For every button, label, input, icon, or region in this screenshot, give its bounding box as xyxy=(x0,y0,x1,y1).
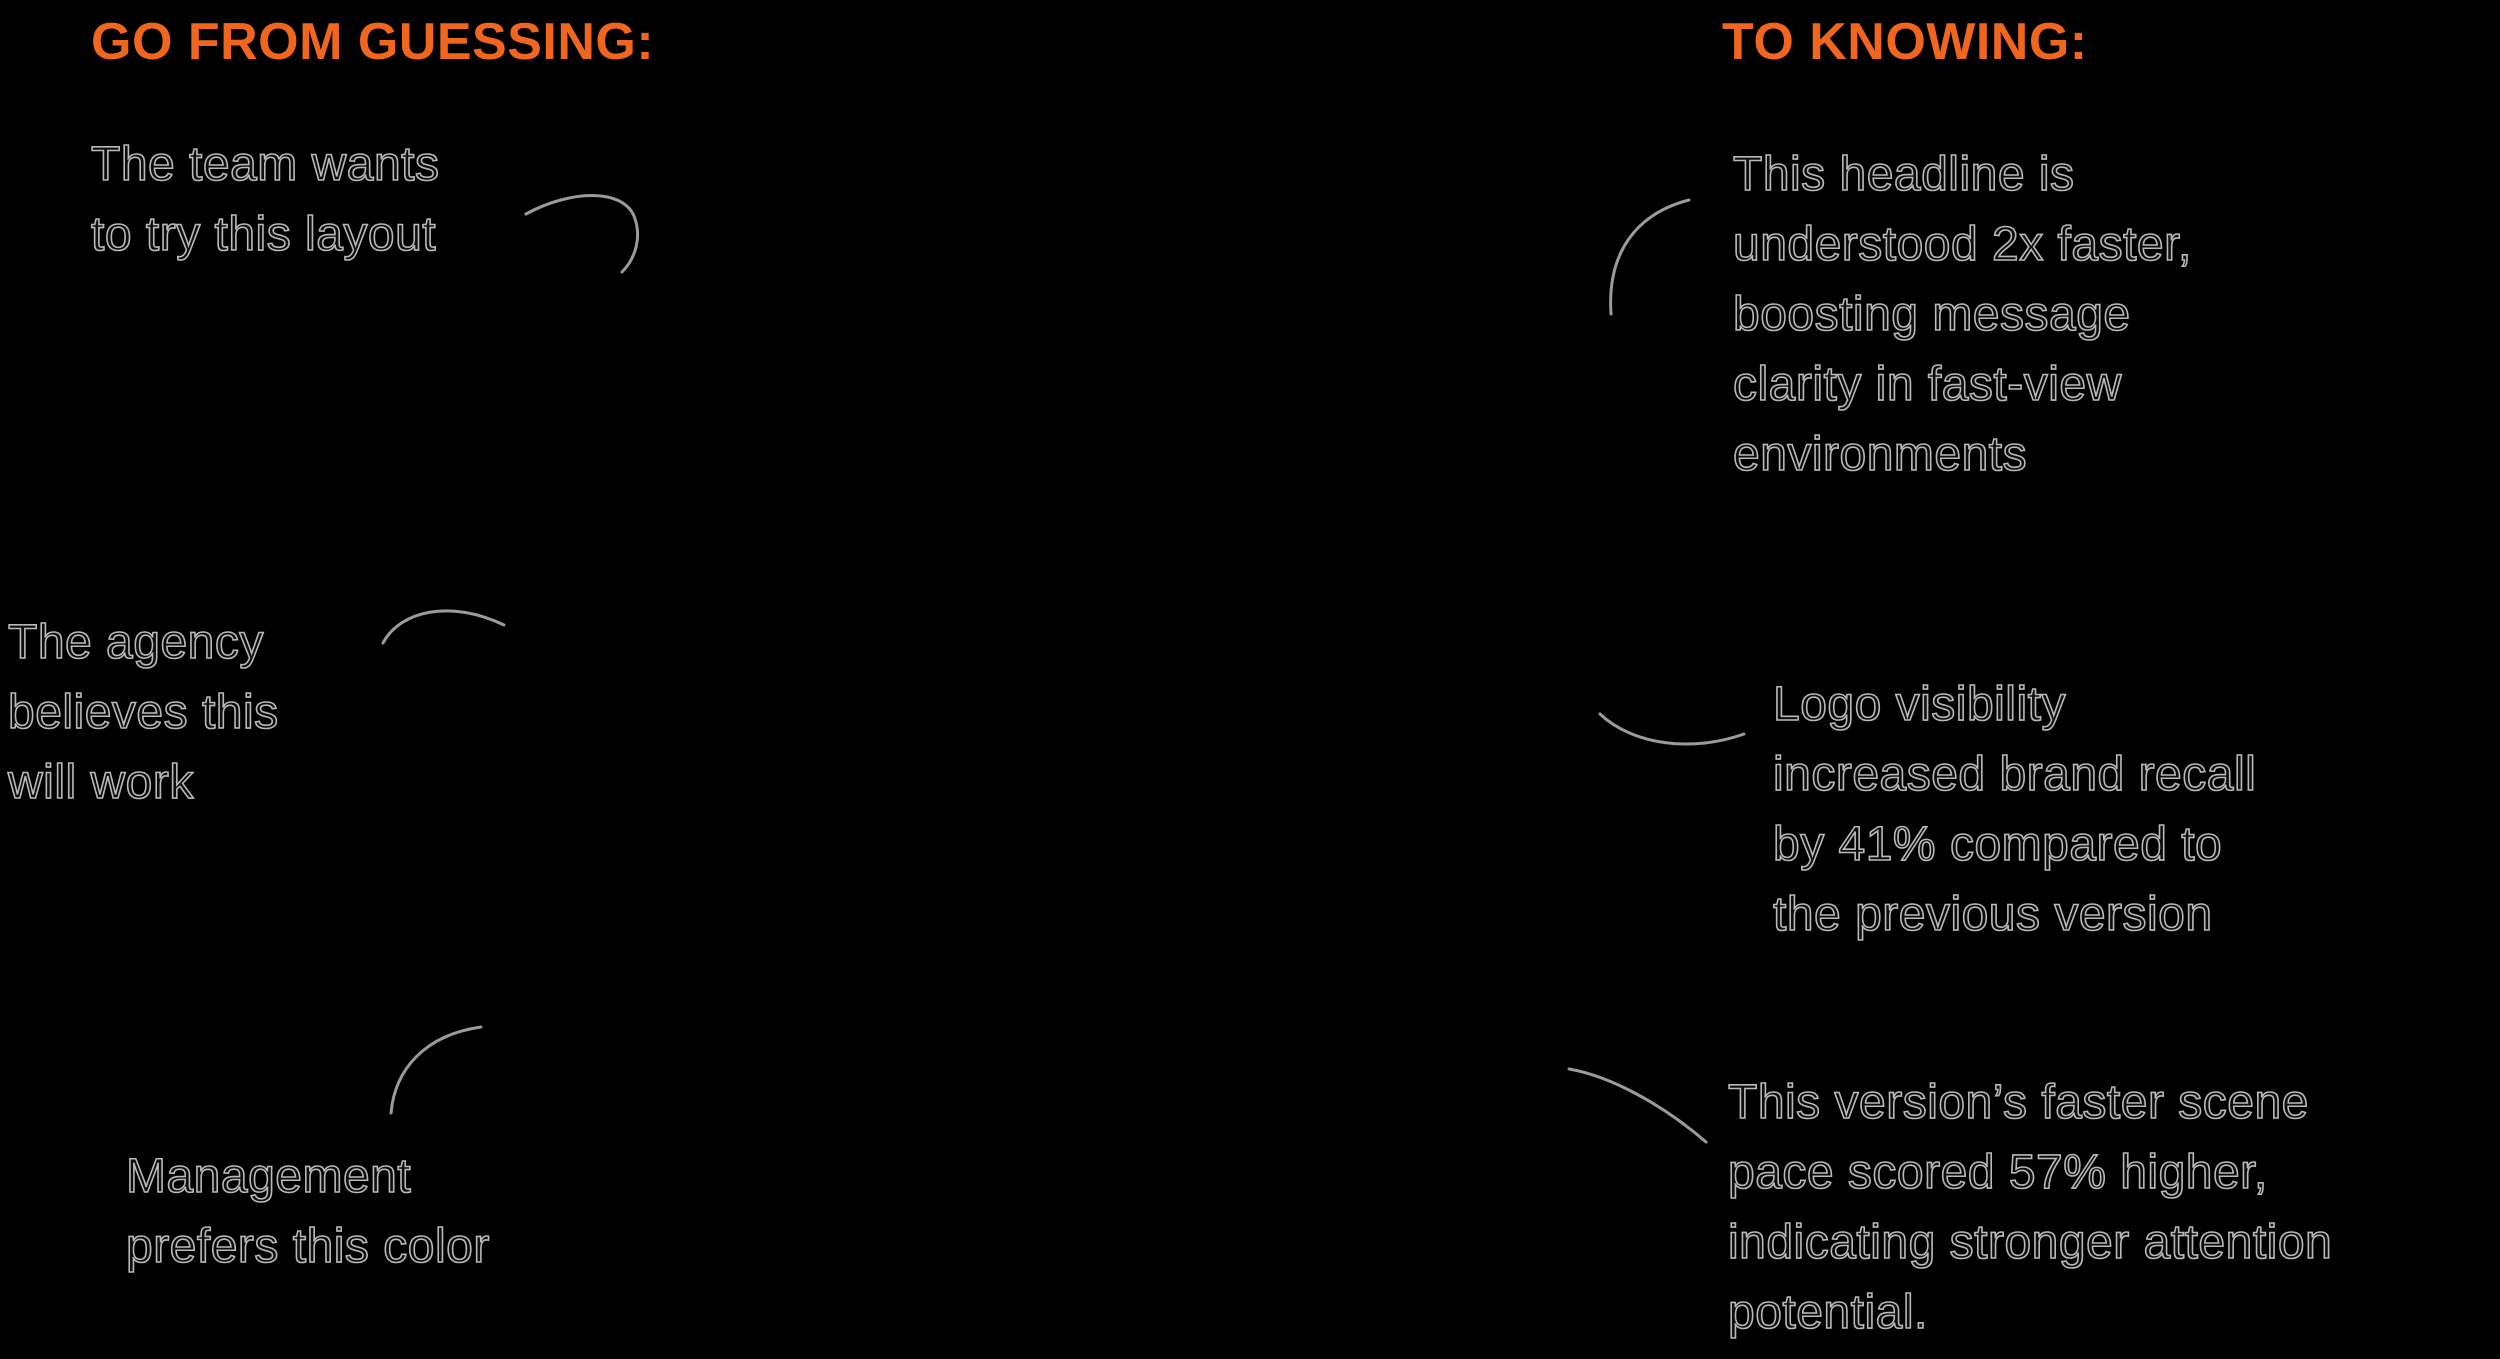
curve-connector-icon xyxy=(1598,712,1746,746)
curve-connector-icon xyxy=(1567,1067,1708,1144)
curve-connector-icon xyxy=(381,609,506,645)
curve-connector-icon xyxy=(389,1025,483,1115)
knowing-note-logo-recall: Logo visibility increased brand recall b… xyxy=(1772,677,2257,942)
curve-connector-icon xyxy=(1609,198,1691,316)
knowing-note-scene-pace: This version’s faster scene pace scored … xyxy=(1727,1075,2333,1340)
left-column-heading: GO FROM GUESSING: xyxy=(91,13,655,71)
right-column-heading: TO KNOWING: xyxy=(1722,13,2088,71)
guessing-note-layout: The team wants to try this layout xyxy=(90,137,440,262)
guessing-note-management: Management prefers this color xyxy=(125,1149,490,1274)
guessing-note-agency: The agency believes this will work xyxy=(7,615,279,810)
knowing-note-headline: This headline is understood 2x faster, b… xyxy=(1732,147,2192,482)
curve-connector-icon xyxy=(524,194,640,274)
